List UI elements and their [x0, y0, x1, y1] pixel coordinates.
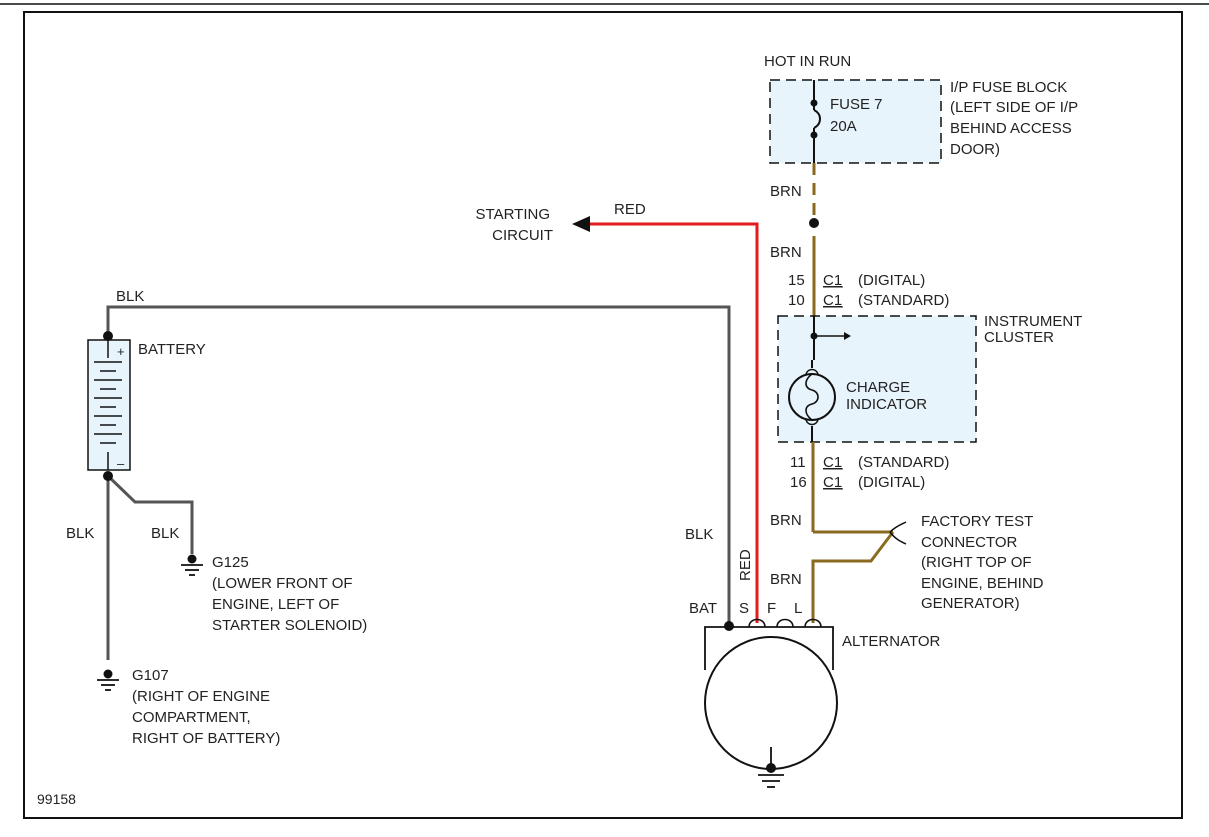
ground-g107-icon: [97, 669, 119, 691]
fuse-element-icon: [813, 109, 821, 129]
connector-top-name-2: C1: [823, 292, 842, 309]
ground-g125-icon: [181, 554, 203, 576]
bulb-filament-icon: [805, 373, 819, 421]
battery-plus-sign: +: [117, 344, 125, 359]
test-connector-icon-lower: [889, 531, 907, 545]
connector-bottom-pin-2: 16: [790, 474, 807, 491]
alternator-terminals-icon: [748, 618, 822, 628]
factory-test-label-3: (RIGHT TOP OF: [921, 554, 1032, 571]
figure-id: 99158: [37, 791, 76, 807]
fuse-block-location-2: (LEFT SIDE OF I/P: [950, 99, 1078, 116]
alternator-terminal-l: L: [794, 600, 802, 617]
connector-top-pin-2: 10: [788, 292, 805, 309]
instrument-cluster-label-2: CLUSTER: [984, 329, 1054, 346]
brn-label-middle: BRN: [770, 244, 802, 261]
fuse-terminal-bottom: [810, 131, 818, 139]
factory-test-label-1: FACTORY TEST: [921, 513, 1033, 530]
brn-label-lower-2: BRN: [770, 571, 802, 588]
arrow-right-icon: [844, 332, 851, 340]
g125-label-3: ENGINE, LEFT OF: [212, 596, 339, 613]
fuse-terminal-top: [810, 99, 818, 107]
alternator-terminal-f: F: [767, 600, 776, 617]
g125-label-1: G125: [212, 554, 249, 571]
bulb-top-lead: [805, 368, 819, 375]
battery-positive-terminal: [103, 331, 113, 341]
blk-label-right: BLK: [685, 526, 713, 543]
bulb-bottom-lead: [805, 419, 819, 426]
hot-in-run-label: HOT IN RUN: [764, 53, 851, 70]
factory-test-label-2: CONNECTOR: [921, 534, 1018, 551]
battery-cells-icon: [94, 361, 122, 444]
battery-minus-sign: –: [117, 456, 125, 471]
brn-label-upper: BRN: [770, 183, 802, 200]
red-label-top: RED: [614, 201, 646, 218]
g125-label-2: (LOWER FRONT OF: [212, 575, 353, 592]
alternator-ground-icon: [758, 763, 784, 788]
charge-indicator-label-1: CHARGE: [846, 379, 910, 396]
battery-negative-terminal: [103, 471, 113, 481]
connector-top-note-2: (STANDARD): [858, 292, 949, 309]
alternator-terminal-s: S: [739, 600, 749, 617]
g107-label-3: COMPARTMENT,: [132, 709, 251, 726]
factory-test-label-5: GENERATOR): [921, 595, 1020, 612]
starting-circuit-label-2: CIRCUIT: [492, 227, 553, 244]
g125-label-4: STARTER SOLENOID): [212, 617, 367, 634]
g107-label-4: RIGHT OF BATTERY): [132, 730, 280, 747]
fuse-block-box: [769, 79, 942, 164]
blk-label-left: BLK: [66, 525, 94, 542]
starting-circuit-label-1: STARTING: [476, 206, 550, 223]
test-connector-icon: [889, 521, 907, 533]
brn-wire-to-alternator-l: [811, 531, 895, 623]
alternator-bat-terminal: [724, 621, 734, 631]
connector-bottom-name-2: C1: [823, 474, 842, 491]
red-wire-starting-circuit: [588, 222, 759, 623]
charge-indicator-label-2: INDICATOR: [846, 396, 927, 413]
connector-bottom-name-1: C1: [823, 454, 842, 471]
battery-label: BATTERY: [138, 341, 206, 358]
connector-top-pin-1: 15: [788, 272, 805, 289]
blk-label-ground: BLK: [151, 525, 179, 542]
connector-bottom-note-2: (DIGITAL): [858, 474, 925, 491]
fuse-block-location-4: DOOR): [950, 141, 1000, 158]
fuse-block-location-3: BEHIND ACCESS: [950, 120, 1072, 137]
battery-box: [87, 339, 131, 471]
connector-top-note-1: (DIGITAL): [858, 272, 925, 289]
g107-label-1: G107: [132, 667, 169, 684]
arrow-left-icon: [572, 216, 590, 232]
fuse-rating: 20A: [830, 118, 857, 135]
connector-bottom-note-1: (STANDARD): [858, 454, 949, 471]
fuse-name: FUSE 7: [830, 96, 883, 113]
connector-bottom-pin-1: 11: [790, 454, 806, 471]
red-label-vertical: RED: [737, 549, 754, 581]
g107-label-2: (RIGHT OF ENGINE: [132, 688, 270, 705]
alternator-body: [704, 626, 834, 670]
instrument-cluster-label-1: INSTRUMENT: [984, 313, 1082, 330]
blk-wire-battery-positive: [106, 305, 731, 626]
diagram-frame: [23, 11, 1183, 819]
blk-label-top: BLK: [116, 288, 144, 305]
alternator-terminal-bat: BAT: [689, 600, 717, 617]
connector-top-name-1: C1: [823, 272, 842, 289]
fuse-block-location-1: I/P FUSE BLOCK: [950, 79, 1067, 96]
brn-splice: [809, 218, 819, 228]
blk-wire-to-g125: [106, 474, 194, 554]
alternator-label: ALTERNATOR: [842, 633, 941, 650]
brn-label-lower-1: BRN: [770, 512, 802, 529]
factory-test-label-4: ENGINE, BEHIND: [921, 575, 1044, 592]
